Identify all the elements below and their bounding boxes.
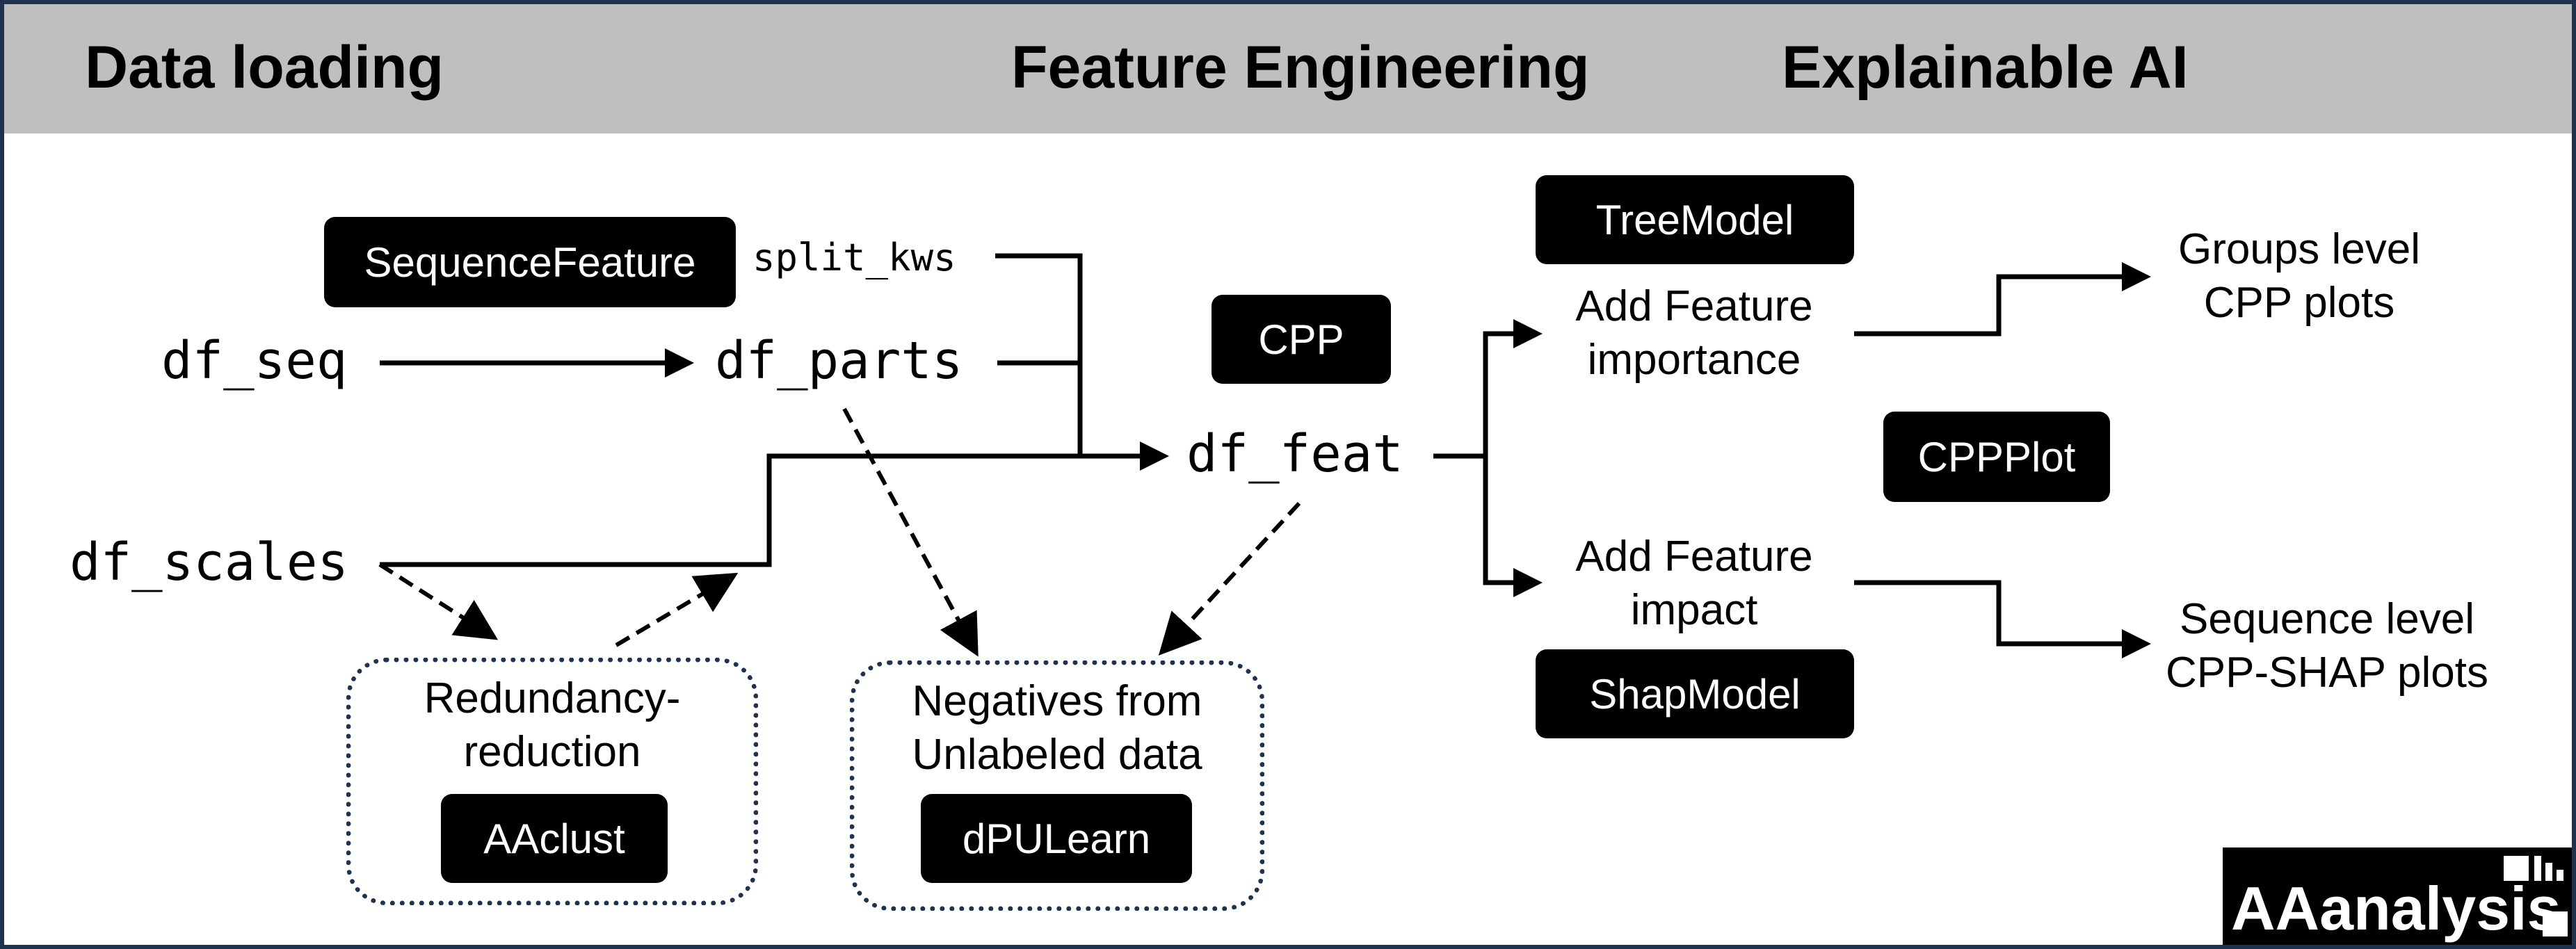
logo-bars-icon: [2504, 856, 2568, 936]
cpp-pill: CPP: [1211, 295, 1391, 384]
df-parts-label: df_parts: [715, 331, 963, 391]
section-title-data-loading: Data loading: [85, 34, 444, 101]
aaclust-pill: AAclust: [441, 794, 668, 883]
add-impact-label: Add Feature impact: [1575, 533, 1813, 634]
arrow-to-sequence-plots: [1854, 580, 2151, 658]
section-title-explainable-ai: Explainable AI: [1782, 34, 2189, 101]
redundancy-reduction-box: [346, 658, 758, 905]
df-scales-label: df_scales: [70, 533, 348, 592]
line-split-kws: [995, 253, 1083, 456]
header-band: Data loading Feature Engineering Explain…: [4, 4, 2572, 133]
split-kws-label: split_kws: [752, 236, 956, 279]
connector-arrows: [378, 253, 2151, 658]
dpulearn-pill: dPULearn: [921, 794, 1192, 883]
sequence-plots-label: Sequence level CPP-SHAP plots: [2165, 595, 2489, 697]
arrow-to-group-plots: [1854, 262, 2151, 336]
redundancy-reduction-label: Redundancy- reduction: [424, 674, 681, 776]
tree-model-pill: TreeModel: [1536, 175, 1854, 264]
dashed-scales-to-aaclust: [378, 562, 499, 640]
dashed-feat-to-dpulearn: [1158, 501, 1301, 656]
df-seq-label: df_seq: [161, 331, 348, 391]
arrow-to-importance: [1483, 319, 1543, 456]
cpp-plot-pill: CPPPlot: [1883, 412, 2110, 502]
negatives-box: [850, 660, 1264, 911]
dashed-parts-to-dpulearn: [842, 407, 979, 657]
line-scales: [380, 453, 1080, 567]
aaanalysis-logo: AAanalysis: [2223, 847, 2572, 945]
arrow-to-impact: [1483, 456, 1543, 597]
section-title-feature-engineering: Feature Engineering: [1011, 34, 1590, 101]
sequence-feature-pill: SequenceFeature: [324, 217, 736, 307]
group-plots-label: Groups level CPP plots: [2177, 225, 2421, 327]
dashed-aaclust-back: [615, 572, 739, 647]
df-feat-label: df_feat: [1186, 424, 1403, 484]
shap-model-pill: ShapModel: [1536, 649, 1854, 738]
negatives-label: Negatives from Unlabeled data: [912, 677, 1202, 779]
add-importance-label: Add Feature importance: [1575, 282, 1813, 384]
